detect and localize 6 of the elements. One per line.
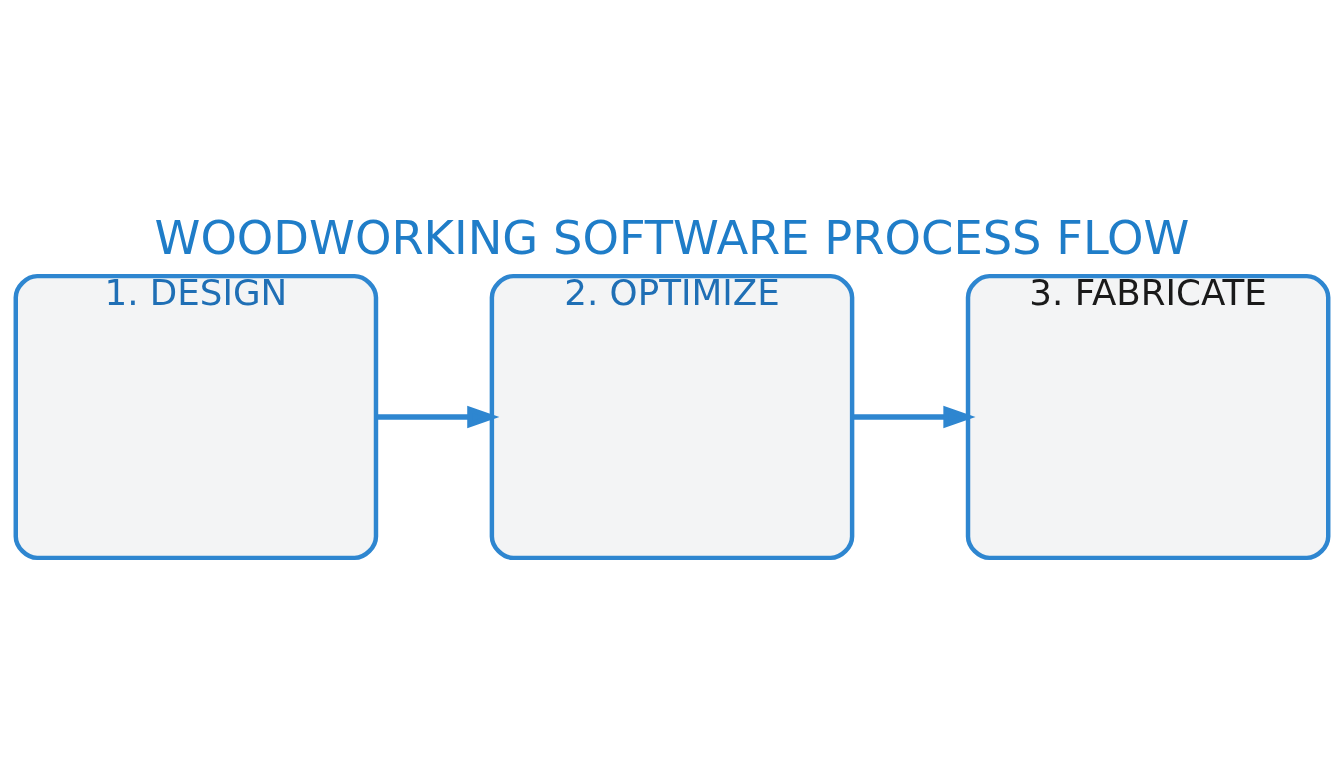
node-box: 3. FABRICATE bbox=[965, 273, 1331, 561]
node-box: 1. DESIGN bbox=[13, 273, 379, 561]
diagram-title: WOODWORKING SOFTWARE PROCESS FLOW bbox=[154, 211, 1190, 266]
node-box: 2. OPTIMIZE bbox=[489, 273, 855, 561]
arrow bbox=[376, 405, 500, 429]
arrow bbox=[852, 405, 976, 429]
